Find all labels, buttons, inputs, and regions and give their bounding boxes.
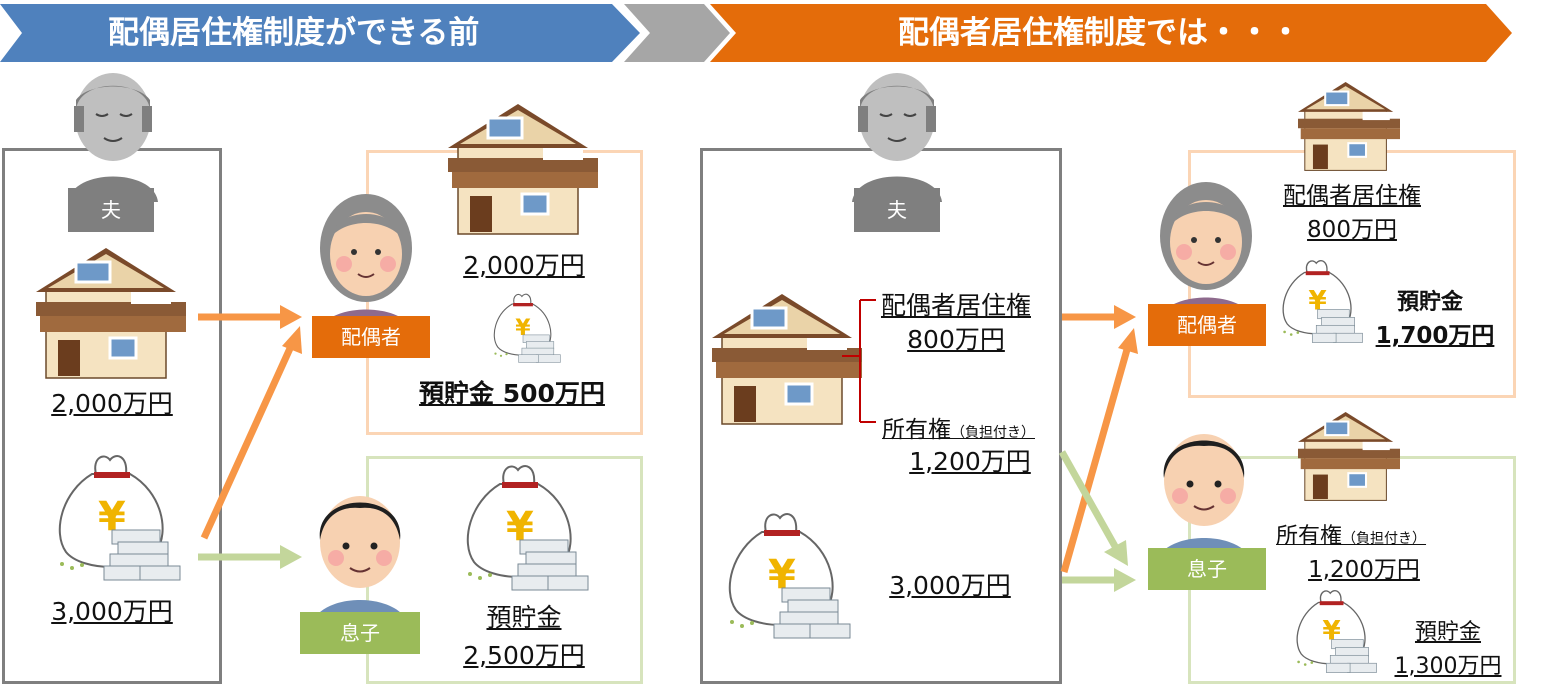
residence-right-value: 800万円: [907, 325, 1005, 354]
cash-value-after: 3,000万円: [889, 571, 1011, 600]
house-value-before: 2,000万円: [51, 389, 173, 418]
son-savings-title-after: 預貯金: [1414, 620, 1481, 645]
spouse-house-value-before: 2,000万円: [463, 251, 585, 280]
son-icon: [1153, 433, 1255, 569]
money-bag-icon: [1282, 260, 1364, 344]
son-ownership-row: 所有権（負担付き）: [1276, 518, 1426, 550]
son-ownership-label: 所有権: [1276, 524, 1343, 549]
banner-separator: [624, 4, 730, 62]
son-ownership-note: （負担付き）: [1342, 531, 1427, 547]
residence-right-label: 配偶者居住権: [880, 291, 1031, 320]
ownership-label: 所有権: [882, 417, 951, 443]
ownership-value: 1,200万円: [909, 447, 1031, 476]
spouse-right-value-after: 800万円: [1307, 217, 1397, 243]
banner-before: 配偶居住権制度ができる前: [0, 4, 640, 62]
son-ownership-value: 1,200万円: [1308, 557, 1420, 583]
house-icon: [1296, 80, 1402, 172]
banner-after: 配偶者居住権制度では・・・: [710, 4, 1512, 62]
banner-before-title: 配偶居住権制度ができる前: [108, 15, 480, 51]
ownership-row: 所有権（負担付き）: [882, 410, 1035, 444]
money-bag-icon: [1296, 590, 1378, 674]
son-savings-value-after: 1,300万円: [1394, 654, 1502, 679]
husband-label-before: 夫: [68, 188, 154, 232]
spouse-savings-title-after: 預貯金: [1396, 290, 1463, 315]
husband-label-after: 夫: [854, 188, 940, 232]
spouse-savings-before: 預貯金 500万円: [419, 379, 605, 408]
son-savings-value-before: 2,500万円: [463, 641, 585, 670]
spouse-label-before: 配偶者: [312, 316, 430, 358]
house-icon: [1296, 410, 1402, 502]
spouse-right-label-after: 配偶者居住権: [1283, 183, 1421, 209]
cash-value-before: 3,000万円: [51, 597, 173, 626]
spouse-savings-value-after: 1,700万円: [1375, 323, 1495, 349]
son-label-after: 息子: [1148, 548, 1266, 590]
banner-after-title: 配偶者居住権制度では・・・: [898, 15, 1301, 51]
son-savings-title-before: 預貯金: [486, 603, 562, 632]
ownership-note: （負担付き）: [951, 425, 1035, 441]
spouse-label-after: 配偶者: [1148, 304, 1266, 346]
son-label-before: 息子: [300, 612, 420, 654]
